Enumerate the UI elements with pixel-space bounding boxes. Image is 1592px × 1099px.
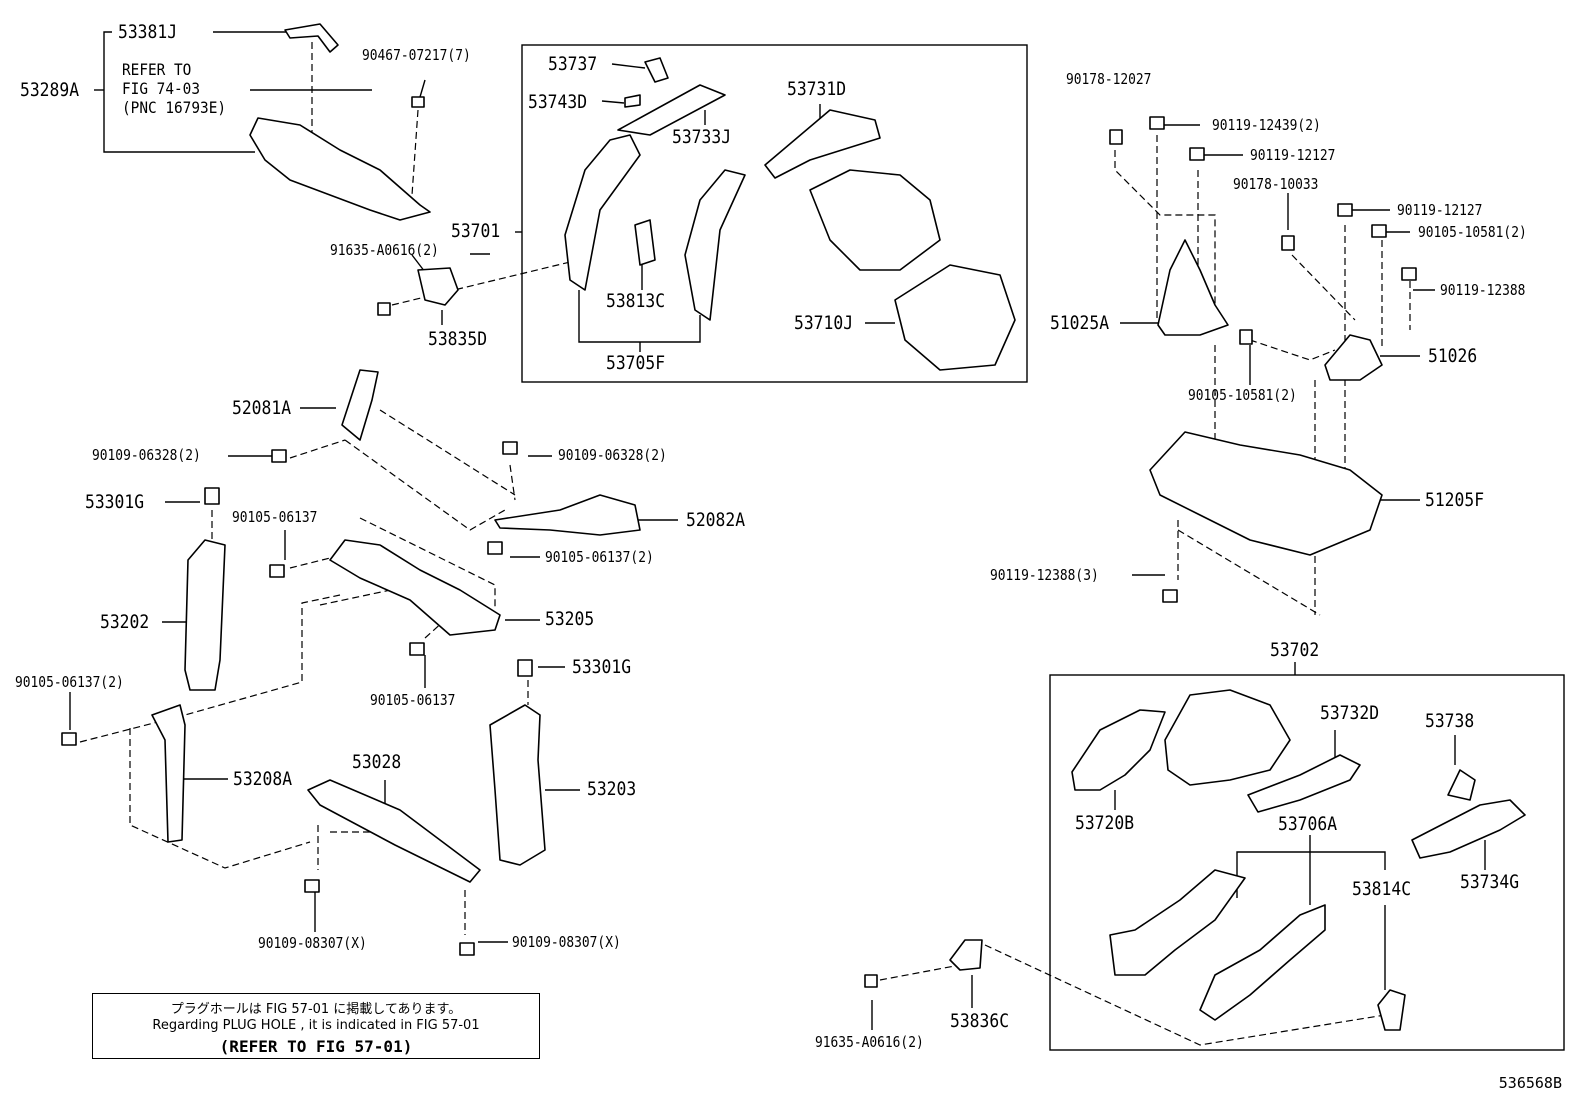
label-53301G-upper: 53301G — [85, 491, 145, 513]
refer-line-3: (PNC 16793E) — [122, 98, 227, 117]
label-53205: 53205 — [545, 608, 595, 630]
label-90119-12388: 90119-12388 — [1440, 281, 1526, 299]
group-box-53702 — [1049, 674, 1565, 1051]
label-53203: 53203 — [587, 778, 637, 800]
note-line-english: Regarding PLUG HOLE , it is indicated in… — [152, 1018, 480, 1033]
label-53737: 53737 — [548, 53, 598, 75]
label-53743D: 53743D — [528, 91, 588, 113]
label-90105-06137-upper: 90105-06137 — [232, 508, 318, 526]
refer-note: REFER TO FIG 74-03 (PNC 16793E) — [122, 60, 226, 117]
bracket-53289A — [103, 31, 255, 153]
label-53028: 53028 — [352, 751, 402, 773]
label-90119-12127-upper: 90119-12127 — [1250, 146, 1336, 164]
label-53701: 53701 — [451, 220, 501, 242]
note-line-refer: (REFER TO FIG 57-01) — [219, 1037, 413, 1056]
label-90109-06328-right: 90109-06328(2) — [558, 446, 667, 464]
part-53289A-shape — [249, 117, 431, 221]
label-53733J: 53733J — [672, 126, 732, 148]
label-53814C: 53814C — [1352, 878, 1412, 900]
label-90119-12388-3: 90119-12388(3) — [990, 566, 1099, 584]
note-line-japanese: プラグホールは FIG 57-01 に掲載してあります。 — [170, 1002, 462, 1017]
label-53705F: 53705F — [606, 352, 666, 374]
label-53813C: 53813C — [606, 290, 666, 312]
label-53734G: 53734G — [1460, 871, 1520, 893]
refer-line-2: FIG 74-03 — [122, 79, 201, 98]
label-90105-10581-right: 90105-10581(2) — [1418, 223, 1527, 241]
label-90105-10581-lower: 90105-10581(2) — [1188, 386, 1297, 404]
label-53706A: 53706A — [1278, 813, 1338, 835]
label-90109-06328-left: 90109-06328(2) — [92, 446, 201, 464]
label-91635-A0616-lower: 91635-A0616(2) — [815, 1033, 924, 1051]
label-90178-12027: 90178-12027 — [1066, 70, 1152, 88]
label-51205F: 51205F — [1425, 489, 1485, 511]
label-90109-08307-left: 90109-08307(X) — [258, 934, 367, 952]
label-51025A: 51025A — [1050, 312, 1110, 334]
group-box-53701 — [521, 44, 1028, 383]
label-90119-12127-lower: 90119-12127 — [1397, 201, 1483, 219]
label-52081A: 52081A — [232, 397, 292, 419]
label-90105-06137-2-right: 90105-06137(2) — [545, 548, 654, 566]
label-90119-12439: 90119-12439(2) — [1212, 116, 1321, 134]
label-53289A: 53289A — [20, 79, 80, 101]
label-53738: 53738 — [1425, 710, 1475, 732]
label-53208A: 53208A — [233, 768, 293, 790]
label-53836C: 53836C — [950, 1010, 1010, 1032]
illustration-code: 536568B — [1498, 1074, 1562, 1092]
label-51026: 51026 — [1428, 345, 1478, 367]
part-51205F-shape — [1149, 431, 1383, 556]
label-53731D: 53731D — [787, 78, 847, 100]
label-53381J: 53381J — [118, 21, 178, 43]
label-91635-A0616-upper: 91635-A0616(2) — [330, 241, 439, 259]
refer-line-1: REFER TO — [122, 60, 192, 79]
label-53702: 53702 — [1270, 639, 1320, 661]
label-90105-06137-lower: 90105-06137 — [370, 691, 456, 709]
label-53301G-lower: 53301G — [572, 656, 632, 678]
label-53710J: 53710J — [794, 312, 854, 334]
label-53835D: 53835D — [428, 328, 488, 350]
plug-hole-note: プラグホールは FIG 57-01 に掲載してあります。 Regarding P… — [92, 993, 540, 1059]
label-53720B: 53720B — [1075, 812, 1135, 834]
label-90109-08307-right: 90109-08307(X) — [512, 933, 621, 951]
label-90467-07217: 90467-07217(7) — [362, 46, 471, 64]
label-90178-10033: 90178-10033 — [1233, 175, 1319, 193]
label-53202: 53202 — [100, 611, 150, 633]
label-53732D: 53732D — [1320, 702, 1380, 724]
label-52082A: 52082A — [686, 509, 746, 531]
part-53381J-shape — [284, 23, 339, 53]
label-90105-06137-2-left: 90105-06137(2) — [15, 673, 124, 691]
